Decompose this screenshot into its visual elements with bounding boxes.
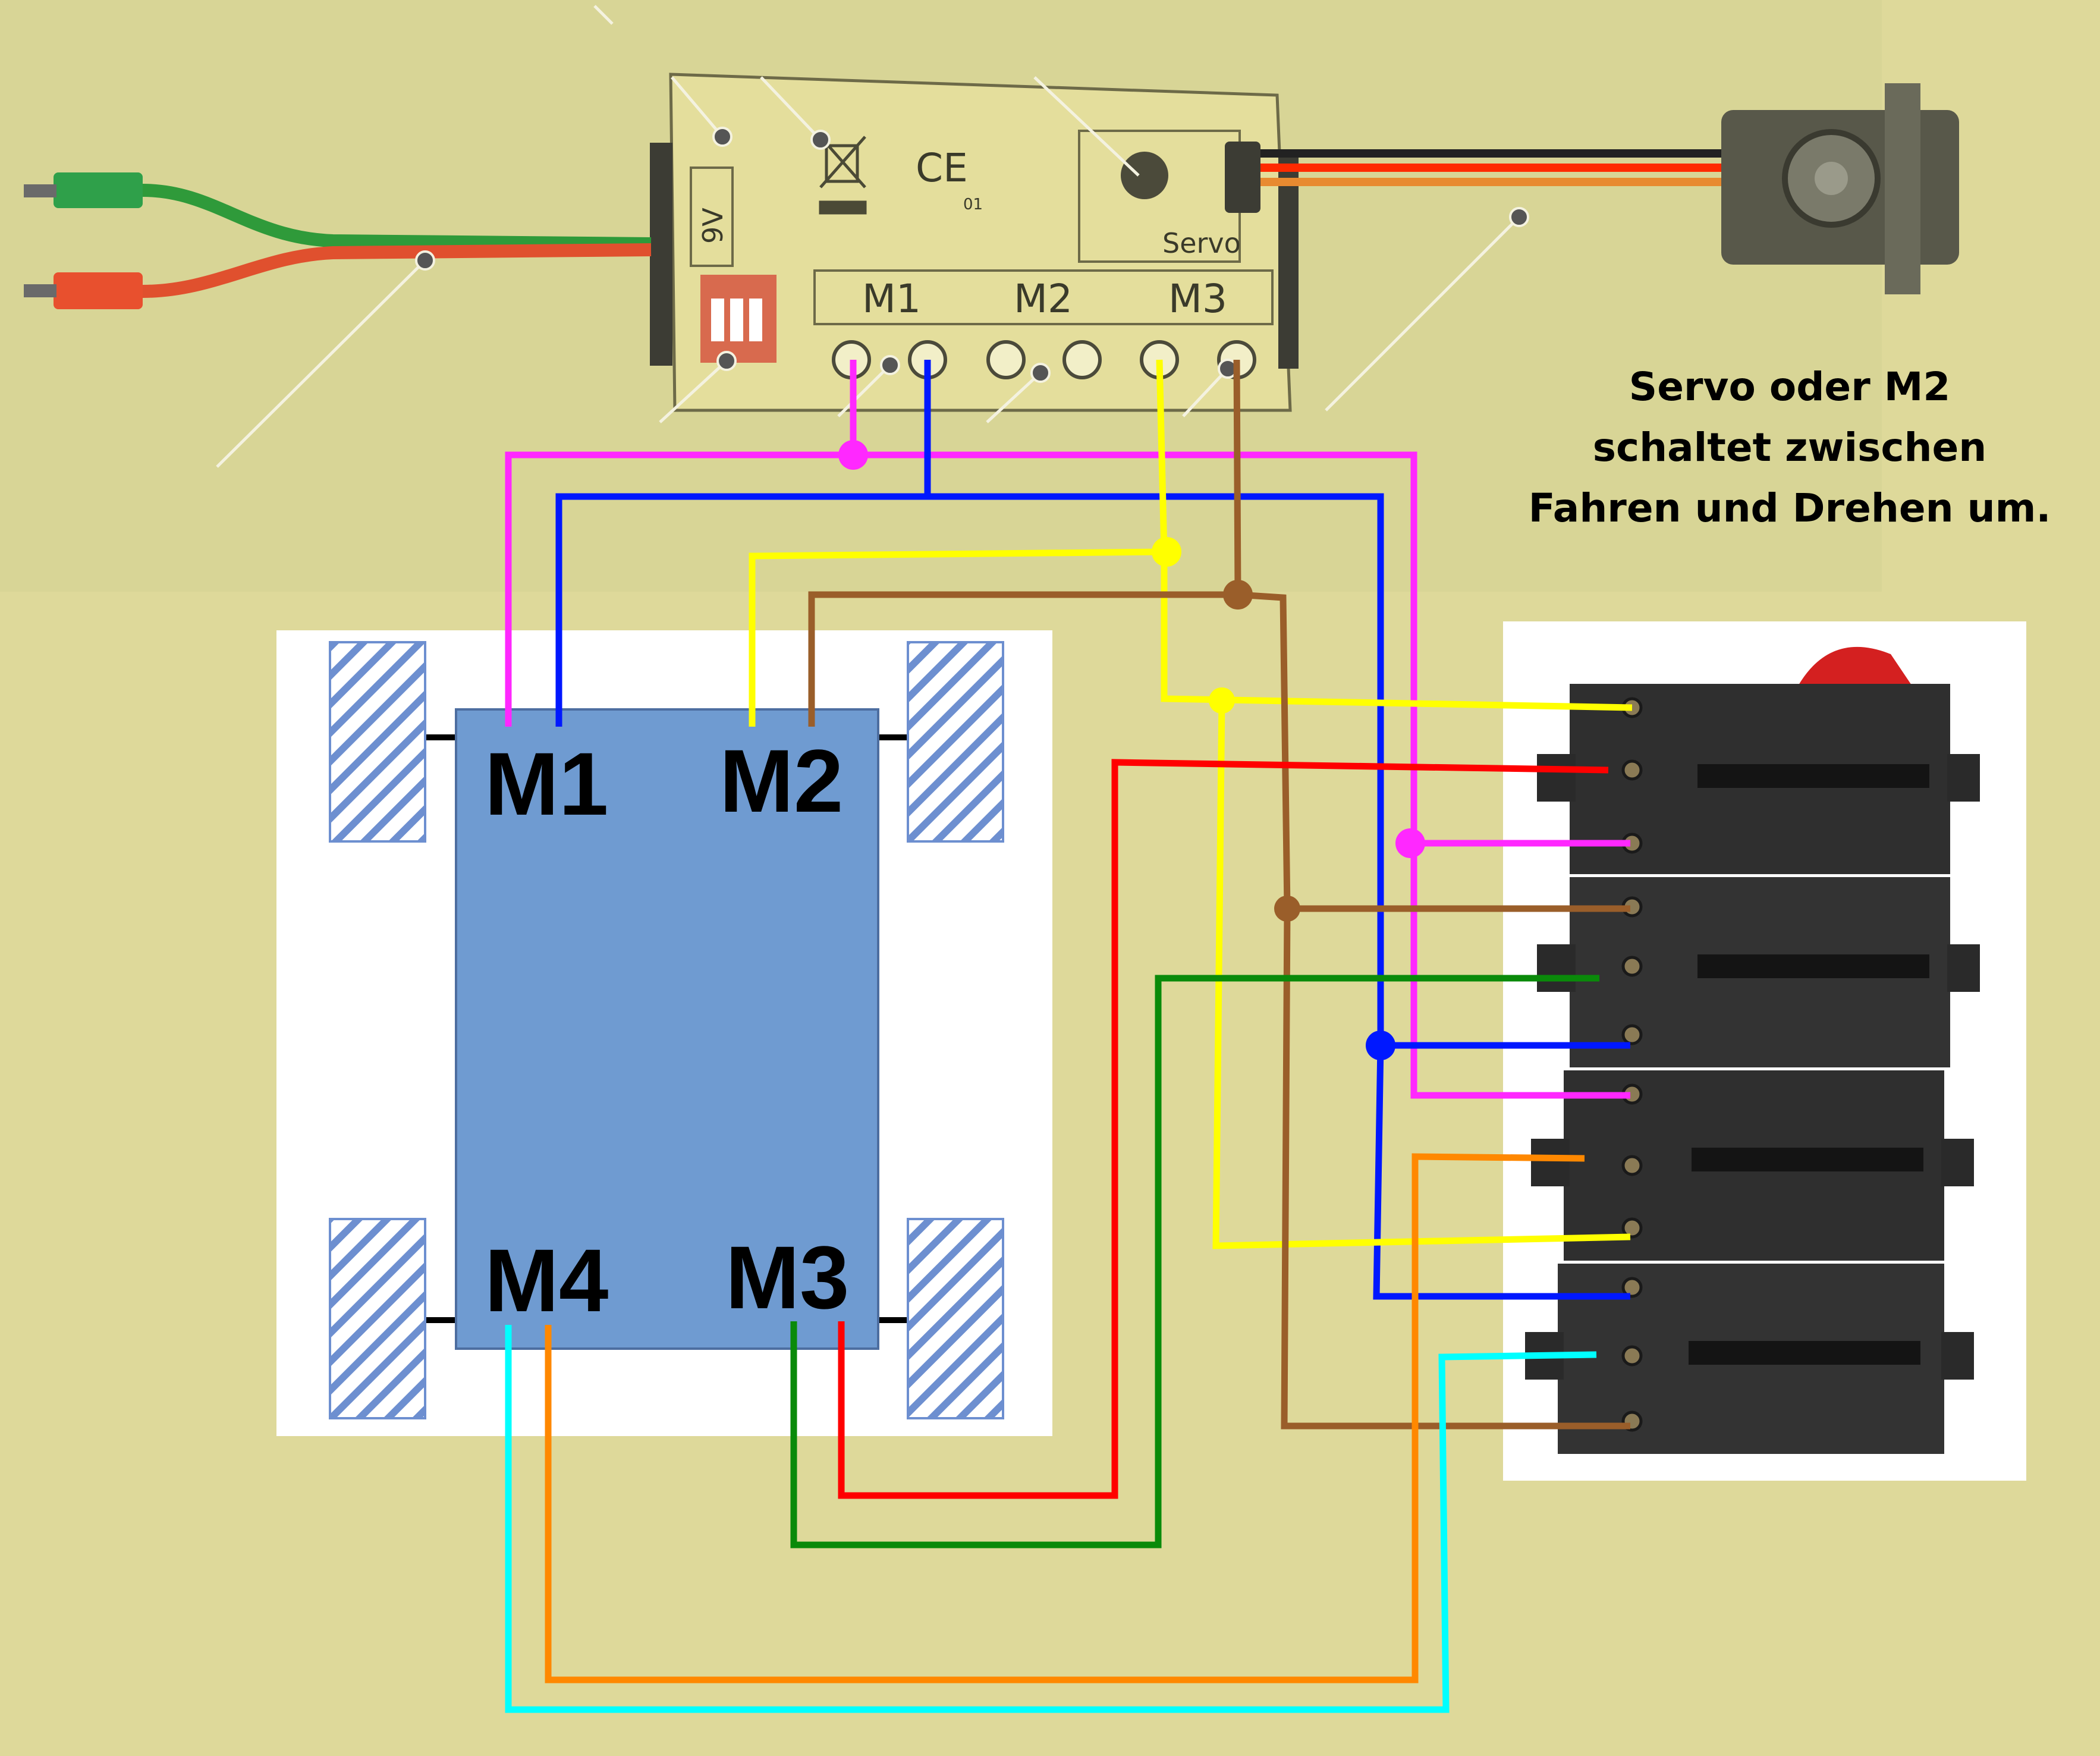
wheel-front-right (907, 641, 1004, 843)
receiver-output-m3: M3 (1168, 276, 1227, 322)
motor-label-m1: M1 (485, 734, 608, 834)
receiver-output-m2: M2 (1014, 276, 1073, 322)
wire-brown-bus (1237, 591, 1630, 912)
servo-assembly (1260, 83, 1959, 294)
axles (425, 734, 910, 1323)
socket-m2-a (986, 340, 1026, 379)
wire-brown (808, 359, 1241, 727)
motor-label-m4: M4 (485, 1230, 608, 1330)
wire-magenta (505, 360, 857, 727)
receiver-side-bar (1278, 155, 1299, 369)
receiver-connector-bar (650, 143, 672, 366)
outputs-strip (813, 269, 1274, 325)
voltage-label: 9V (697, 208, 729, 244)
wire-brown-lower (1281, 908, 1630, 1430)
wire-blue-lower (1373, 1045, 1630, 1300)
wire-blue-bus (928, 493, 1630, 1049)
switch-red-tab (1799, 646, 1912, 685)
red-plug (54, 272, 143, 309)
leader-lines (216, 5, 1520, 468)
pole-switch-3 (1531, 1070, 1974, 1261)
wires (505, 359, 1633, 1713)
info-note-line1: Servo oder M2 (1629, 364, 1951, 410)
voltage-label-box (690, 167, 734, 267)
wire-red (838, 759, 1609, 1499)
wire-green (790, 975, 1599, 1548)
switch-terminals (1621, 697, 1643, 1432)
leader-dots (415, 127, 1529, 383)
crossed-bin-icon (819, 136, 867, 215)
ce-code: 01 (963, 196, 983, 213)
receiver: 9V CE 01 Servo M1 M2 M3 (650, 73, 1299, 412)
ce-mark: CE (916, 145, 968, 191)
servo-label: Servo (1162, 227, 1241, 259)
wire-yellow (749, 359, 1168, 727)
battery-leads (24, 172, 652, 309)
wheel-front-left (329, 641, 426, 843)
wheel-rear-left (329, 1218, 426, 1419)
wire-yellow-bus (1161, 552, 1633, 711)
servo-trim-knob[interactable] (1121, 152, 1168, 199)
junction-dots (838, 440, 1425, 1060)
wire-magenta-bus (853, 451, 1630, 847)
wheel-rear-right (907, 1218, 1004, 1419)
wire-orange (545, 1153, 1585, 1683)
motor-label-m2: M2 (719, 731, 843, 831)
chassis (455, 708, 879, 1350)
wire-blue (555, 360, 931, 727)
receiver-output-m1: M1 (862, 276, 921, 322)
info-note-line3: Fahren und Drehen um. (1528, 485, 2051, 531)
wire-yellow-lower (1212, 700, 1631, 1249)
socket-m2-b (1062, 340, 1102, 379)
servo-plug (1225, 142, 1260, 213)
info-note-line2: schaltet zwischen (1592, 425, 1987, 470)
motor-label-m3: M3 (725, 1227, 849, 1327)
green-plug (54, 172, 143, 208)
wire-magenta-lower (1410, 843, 1630, 1099)
info-note: Servo oder M2 schaltet zwischen Fahren u… (1480, 357, 2099, 539)
wire-cyan (505, 1325, 1597, 1713)
